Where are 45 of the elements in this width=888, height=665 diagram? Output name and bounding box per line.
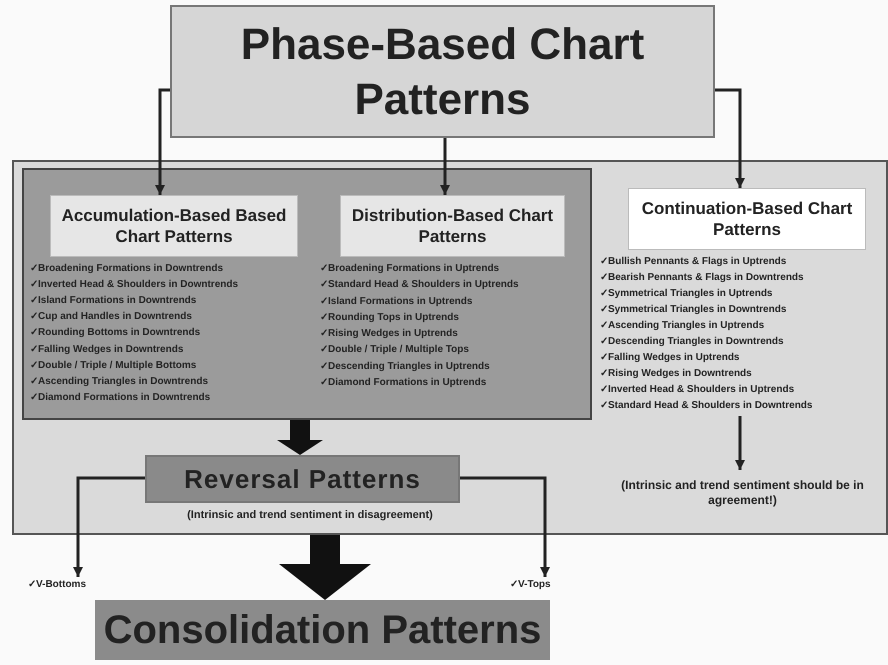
connector-arrow — [73, 476, 145, 577]
list-item: ✓Broadening Formations in Uptrends — [320, 263, 500, 275]
list-item: ✓Symmetrical Triangles in Uptrends — [600, 288, 772, 300]
list-item: ✓Inverted Head & Shoulders in Uptrends — [600, 384, 794, 396]
list-item: ✓Descending Triangles in Downtrends — [600, 336, 784, 348]
heading-box: Continuation-Based Chart Patterns — [628, 188, 866, 250]
list-item: ✓Broadening Formations in Downtrends — [30, 263, 224, 275]
caption-text: (Intrinsic and trend sentiment in disagreement) — [186, 508, 434, 523]
connector-arrow — [460, 476, 550, 577]
list-item: ✓Ascending Triangles in Downtrends — [30, 376, 208, 388]
note-text: (Intrinsic and trend sentiment should be in agreement!) — [600, 470, 885, 515]
list-item: ✓Falling Wedges in Downtrends — [30, 344, 184, 356]
list-item: ✓Diamond Formations in Downtrends — [30, 392, 210, 404]
list-item: ✓Double / Triple / Multiple Tops — [320, 344, 469, 356]
process-box: Reversal Patterns — [145, 455, 460, 503]
list-item: ✓V-Bottoms — [28, 577, 138, 593]
connector-arrow — [735, 416, 745, 470]
list-item: ✓Descending Triangles in Uptrends — [320, 360, 490, 372]
connector-arrow — [155, 88, 170, 195]
list-item: ✓Bearish Pennants & Flags in Downtrends — [600, 272, 804, 284]
heading-box: Accumulation-Based Based Chart Patterns — [50, 195, 298, 257]
list-item: ✓Diamond Formations in Uptrends — [320, 376, 486, 389]
list-item: ✓V-Tops — [510, 577, 580, 593]
heading-box: Distribution-Based Chart Patterns — [340, 195, 565, 257]
list-item: ✓Rounding Tops in Uptrends — [320, 312, 459, 324]
list-item: ✓Falling Wedges in Uptrends — [600, 352, 740, 364]
list-item: ✓Standard Head & Shoulders in Downtrends — [600, 400, 812, 412]
list-item: ✓Rising Wedges in Uptrends — [320, 328, 458, 340]
title-box: Phase-Based Chart Patterns — [170, 5, 715, 138]
list-item: ✓Symmetrical Triangles in Downtrends — [600, 304, 786, 316]
list-item: ✓Inverted Head & Shoulders in Downtrends — [30, 279, 238, 292]
connector-arrow — [715, 88, 745, 188]
block-arrow — [279, 535, 371, 600]
list-item: ✓Ascending Triangles in Uptrends — [600, 320, 764, 332]
list-item: ✓Island Formations in Uptrends — [320, 296, 472, 308]
list-item: ✓Double / Triple / Multiple Bottoms — [30, 360, 196, 372]
list-item: ✓Bullish Pennants & Flags in Uptrends — [600, 256, 786, 268]
list-item: ✓Rounding Bottoms in Downtrends — [30, 327, 200, 340]
list-item: ✓Rising Wedges in Downtrends — [600, 368, 752, 380]
list-item: ✓Cup and Handles in Downtrends — [30, 311, 192, 324]
list-item: ✓Standard Head & Shoulders in Uptrends — [320, 279, 519, 292]
block-arrow — [277, 420, 323, 455]
process-box: Consolidation Patterns — [95, 600, 550, 660]
connector-arrow — [440, 138, 450, 195]
list-item: ✓Island Formations in Downtrends — [30, 295, 196, 308]
